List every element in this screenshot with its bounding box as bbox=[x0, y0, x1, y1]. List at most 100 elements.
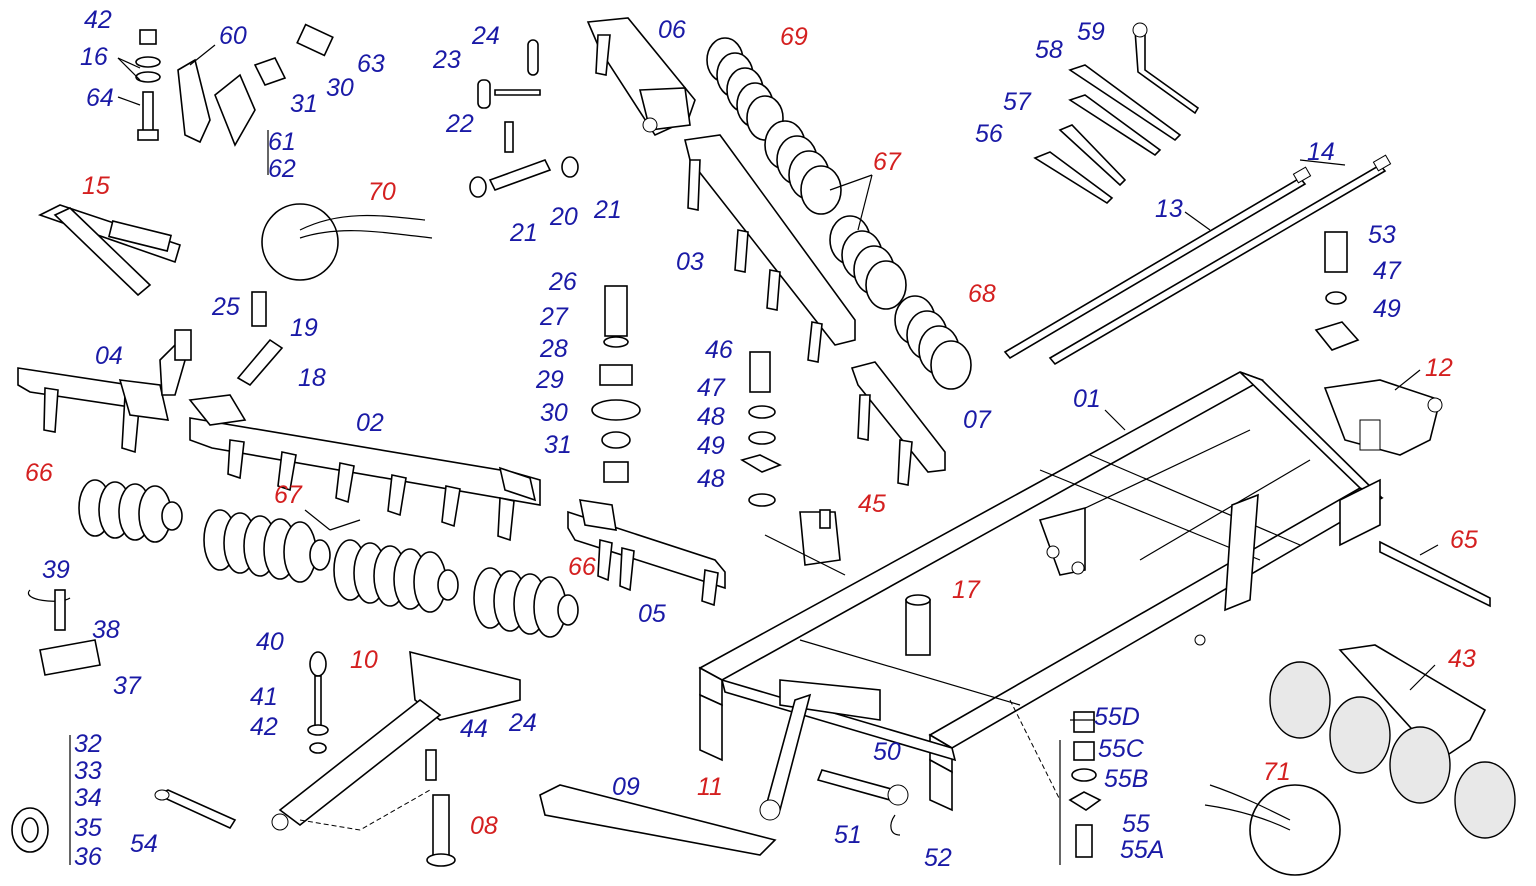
callout-29: 29 bbox=[535, 366, 564, 394]
hardware-top-left bbox=[135, 23, 334, 147]
callout-61: 61 bbox=[268, 128, 296, 156]
callout-08: 08 bbox=[470, 812, 498, 840]
callout-10: 10 bbox=[350, 646, 378, 674]
callout-05: 05 bbox=[638, 600, 666, 628]
cylinder-assembly-15 bbox=[37, 204, 181, 297]
callout-27: 27 bbox=[539, 303, 569, 331]
callout-49: 49 bbox=[1373, 295, 1401, 323]
bushing-32-36 bbox=[11, 807, 49, 853]
callout-40: 40 bbox=[256, 628, 284, 656]
callout-42: 42 bbox=[84, 6, 112, 34]
callout-15: 15 bbox=[82, 172, 110, 200]
callout-60: 60 bbox=[219, 22, 247, 50]
disc-gang-66-right bbox=[473, 567, 579, 638]
callout-69: 69 bbox=[780, 23, 808, 51]
callout-45: 45 bbox=[858, 490, 886, 518]
callout-53: 53 bbox=[1368, 221, 1396, 249]
callout-48: 48 bbox=[697, 403, 725, 431]
callout-34: 34 bbox=[74, 784, 102, 812]
callout-06: 06 bbox=[658, 16, 686, 44]
callout-30: 30 bbox=[326, 74, 354, 102]
turnbuckle-11 bbox=[759, 693, 812, 821]
callout-55C: 55C bbox=[1098, 735, 1145, 763]
hose-detail-71 bbox=[1204, 784, 1341, 876]
callout-63: 63 bbox=[357, 50, 385, 78]
callout-31: 31 bbox=[290, 90, 318, 118]
callout-41: 41 bbox=[250, 683, 278, 711]
disc-gang-66-left bbox=[78, 479, 183, 543]
disc-gang-67-left bbox=[203, 509, 331, 583]
callout-38: 38 bbox=[92, 616, 120, 644]
wheel-assembly-43 bbox=[1269, 644, 1516, 839]
callout-30: 30 bbox=[540, 399, 568, 427]
callout-39: 39 bbox=[42, 556, 70, 584]
hardware-40-42 bbox=[307, 651, 329, 754]
toolbar-06 bbox=[586, 17, 696, 137]
callout-37: 37 bbox=[113, 672, 142, 700]
callout-24: 24 bbox=[508, 709, 537, 737]
callout-02: 02 bbox=[356, 409, 384, 437]
callout-31: 31 bbox=[544, 431, 572, 459]
bracket-group-45-49 bbox=[739, 351, 846, 576]
callout-62: 62 bbox=[268, 155, 296, 183]
clip-group-37-39 bbox=[27, 589, 101, 676]
callout-23: 23 bbox=[432, 46, 461, 74]
toolbar-05 bbox=[567, 499, 726, 607]
callout-57: 57 bbox=[1003, 88, 1032, 116]
callout-51: 51 bbox=[834, 821, 862, 849]
callout-50: 50 bbox=[873, 738, 901, 766]
bushing-stack-55 bbox=[1068, 711, 1102, 858]
callout-66: 66 bbox=[568, 553, 596, 581]
callout-11: 11 bbox=[697, 773, 723, 801]
hydraulic-lines-13-14 bbox=[1003, 154, 1392, 366]
toolbar-03 bbox=[684, 134, 856, 363]
disc-gang-67-right bbox=[333, 539, 459, 613]
callout-47: 47 bbox=[1373, 257, 1402, 285]
callout-47: 47 bbox=[697, 374, 726, 402]
callout-46: 46 bbox=[705, 336, 733, 364]
callout-17: 17 bbox=[952, 576, 981, 604]
callout-64: 64 bbox=[86, 84, 114, 112]
callout-68: 68 bbox=[968, 280, 996, 308]
disc-gang-67-middle bbox=[829, 215, 907, 310]
pin-linkage-20-24 bbox=[469, 39, 579, 198]
callout-25: 25 bbox=[211, 293, 240, 321]
callout-36: 36 bbox=[74, 843, 102, 871]
leader-lines bbox=[117, 44, 1439, 865]
callout-32: 32 bbox=[74, 730, 102, 758]
toolbar-02 bbox=[188, 394, 541, 542]
callout-42: 42 bbox=[250, 713, 278, 741]
disc-gang-68 bbox=[894, 295, 972, 390]
callout-20: 20 bbox=[549, 203, 578, 231]
callout-66: 66 bbox=[25, 459, 53, 487]
drawbar-10 bbox=[271, 650, 521, 831]
main-frame-01 bbox=[698, 371, 1384, 812]
callout-19: 19 bbox=[290, 314, 318, 342]
callout-24: 24 bbox=[471, 22, 500, 50]
callout-12: 12 bbox=[1425, 354, 1453, 382]
hitch-65 bbox=[1379, 540, 1491, 608]
callout-21: 21 bbox=[509, 219, 538, 247]
hose-detail-70 bbox=[261, 203, 433, 281]
callout-55A: 55A bbox=[1120, 836, 1164, 864]
sleeve-17 bbox=[905, 594, 931, 656]
callout-33: 33 bbox=[74, 757, 102, 785]
callout-18: 18 bbox=[298, 364, 326, 392]
callout-16: 16 bbox=[80, 43, 108, 71]
disc-gang-69 bbox=[706, 37, 784, 141]
callout-70: 70 bbox=[368, 178, 396, 206]
list-brackets bbox=[69, 130, 269, 865]
bracket-12 bbox=[1323, 379, 1443, 456]
callout-09: 09 bbox=[612, 773, 640, 801]
callout-35: 35 bbox=[74, 814, 102, 842]
clevis-54 bbox=[154, 789, 237, 830]
callout-65: 65 bbox=[1450, 526, 1478, 554]
pins-18-19-25 bbox=[174, 291, 284, 387]
callout-59: 59 bbox=[1077, 18, 1105, 46]
callout-54: 54 bbox=[130, 830, 158, 858]
pin-51-52 bbox=[890, 814, 901, 836]
callout-58: 58 bbox=[1035, 36, 1063, 64]
callout-04: 04 bbox=[95, 342, 123, 370]
